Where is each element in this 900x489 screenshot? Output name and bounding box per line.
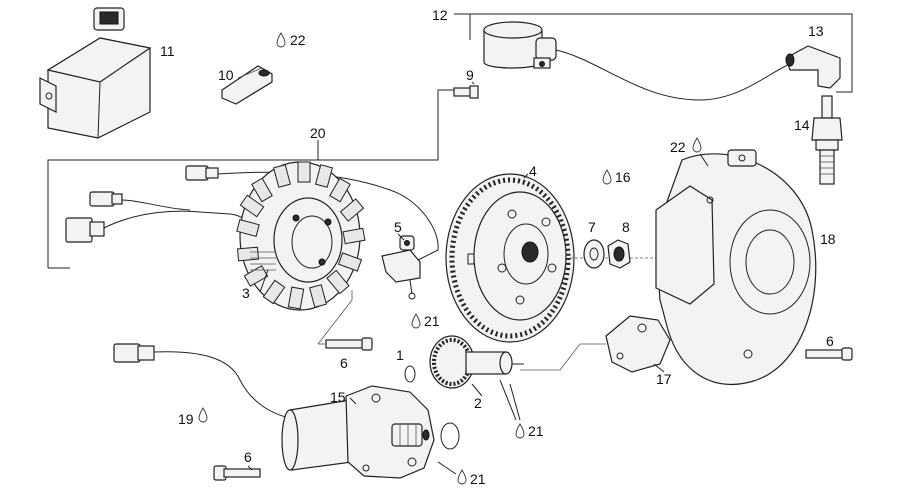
starter-cover-part (605, 315, 671, 373)
callout-20: 20 (310, 125, 326, 141)
drop-icon (602, 169, 612, 185)
hv-lead (555, 49, 791, 101)
callout-22-cover: 22 (670, 139, 686, 155)
drop-icon (198, 407, 208, 423)
stator-wiring-part (65, 165, 439, 263)
drop-icon (457, 469, 467, 485)
ignition-coil-part (483, 21, 557, 69)
drop-icon (411, 313, 421, 329)
callout-12-bracket (469, 13, 853, 93)
callout-14: 14 (794, 117, 810, 133)
callout-13: 13 (808, 23, 824, 39)
pickup-sensor-part (381, 235, 421, 300)
callout-3: 3 (242, 285, 250, 301)
callout-4: 4 (529, 163, 537, 179)
callout-17: 17 (656, 371, 672, 387)
spark-plug-cap-part (785, 45, 841, 89)
callout-15: 15 (330, 389, 346, 405)
callout-17-leader (520, 343, 606, 371)
callout-21-top: 21 (424, 313, 440, 329)
callout-10: 10 (218, 67, 234, 83)
callout-16: 16 (615, 169, 631, 185)
callout-12: 12 (432, 7, 448, 23)
callout-6-left: 6 (244, 449, 252, 465)
callout-18: 18 (820, 231, 836, 247)
starter-wire-part (113, 343, 301, 421)
bolt-6-middle-part (325, 337, 373, 351)
callout-7: 7 (588, 219, 596, 235)
callout-22-key: 22 (290, 32, 306, 48)
screw-9-part (453, 85, 479, 99)
drop-icon (276, 32, 286, 48)
starter-bendix-part (429, 335, 524, 389)
callout-11: 11 (160, 43, 175, 59)
bolt-6-left-part (213, 465, 261, 481)
flywheel-part (445, 173, 575, 343)
stator-part (236, 161, 366, 311)
woodruff-key-part (221, 65, 273, 105)
starter-motor-part (281, 385, 435, 479)
callout-5: 5 (394, 219, 402, 235)
o-ring-part (440, 422, 460, 450)
callout-1: 1 (396, 347, 404, 363)
spark-plug-part (811, 95, 843, 185)
washer-1-part (404, 365, 416, 383)
callout-21-bottom: 21 (470, 471, 486, 487)
flywheel-cover-part (655, 149, 817, 385)
callout-6-middle: 6 (340, 355, 348, 371)
bolt-6-right-part (805, 347, 853, 361)
washer-7-part (583, 239, 605, 269)
callout-21-right: 21 (528, 423, 544, 439)
callout-8: 8 (622, 219, 630, 235)
drop-icon (692, 137, 702, 153)
cdi-unit-part (39, 7, 152, 139)
callout-19: 19 (178, 411, 194, 427)
callout-9: 9 (466, 67, 474, 83)
callout-20-outline (47, 89, 454, 268)
callout-2: 2 (474, 395, 482, 411)
drop-icon (515, 423, 525, 439)
callout-6-right: 6 (826, 333, 834, 349)
nut-8-part (607, 239, 631, 269)
